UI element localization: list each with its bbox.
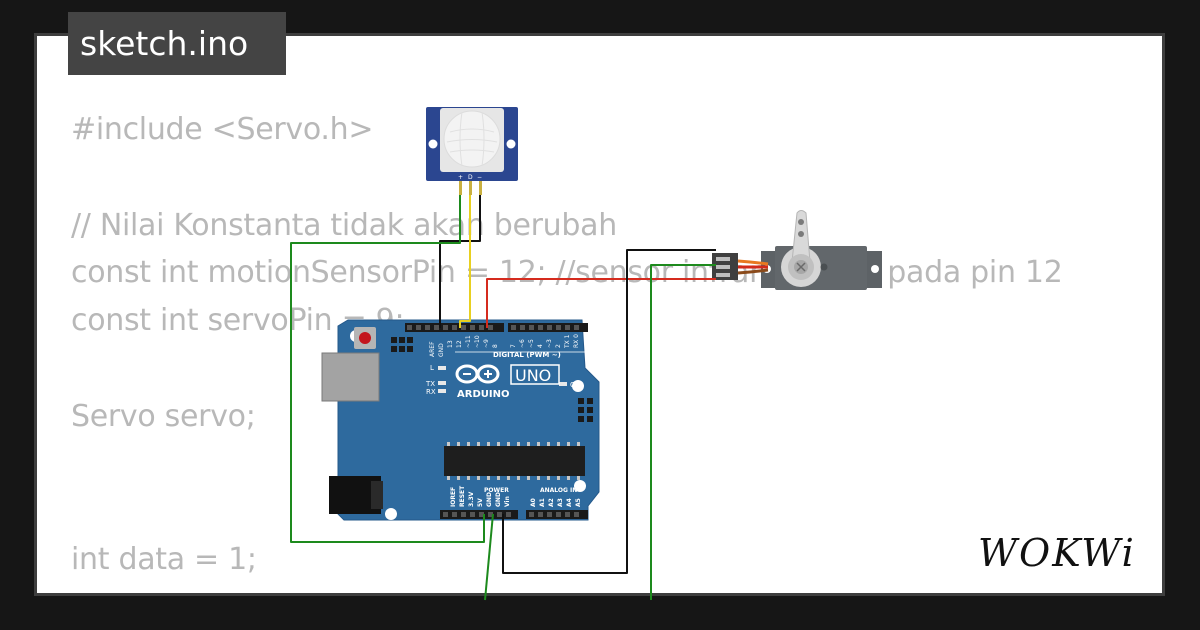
pin-label: GND <box>438 343 445 357</box>
pin-label: TX 1 <box>564 334 571 349</box>
pin-label: A4 <box>566 498 573 507</box>
wokwi-logo: WOKWi <box>978 531 1136 575</box>
pin-label: 12 <box>456 340 463 348</box>
pin-label: RX 0 <box>573 334 580 348</box>
atmega-chip <box>444 446 585 476</box>
wire-servo-gnd <box>502 249 716 574</box>
logo-text: WOKWi <box>978 531 1136 575</box>
wire-servo-signal <box>486 278 716 328</box>
code-line[interactable]: // Nilai Konstanta tidak akan berubah <box>71 207 617 243</box>
pin-label: 13 <box>447 340 454 348</box>
pin-label: 3.3V <box>468 491 475 507</box>
code-line[interactable]: int data = 1; <box>71 542 257 578</box>
arduino-logo-icon <box>455 364 500 384</box>
label-rx: RX <box>426 388 436 396</box>
pin-label: A3 <box>557 498 564 507</box>
label-tx: TX <box>425 380 435 388</box>
wire-pir-signal <box>459 195 471 328</box>
pin-label: 2 <box>555 344 562 348</box>
servo-motor[interactable] <box>712 210 882 291</box>
pin-label: ~3 <box>546 339 553 348</box>
code-line[interactable]: int last_pos = 1; <box>71 584 1063 593</box>
led-l <box>438 366 446 370</box>
label-l: L <box>430 364 434 372</box>
code-line[interactable]: Servo servo; <box>71 398 256 434</box>
pin-label: ~9 <box>483 339 490 348</box>
pin-label: 5V <box>477 498 484 507</box>
pin-label: IOREF <box>450 487 457 507</box>
pin-label: AREF <box>429 341 436 357</box>
pin-label: GND <box>486 492 493 507</box>
editor-canvas[interactable]: #include <Servo.h> // Nilai Konstanta tid… <box>34 33 1165 596</box>
led-on <box>559 382 567 386</box>
pin-label: Vin <box>504 496 511 507</box>
pir-motion-sensor[interactable]: + D − <box>426 107 518 195</box>
pin-label: A5 <box>575 498 582 507</box>
pin-label: RESET <box>459 485 466 507</box>
wire-servo-vcc <box>650 264 716 600</box>
code-line[interactable]: #include <Servo.h> <box>71 112 374 147</box>
pin-label-gnd: − <box>477 174 482 181</box>
pin-label-data: D <box>468 174 473 181</box>
pin-label-vcc: + <box>458 174 463 181</box>
pin-label: 7 <box>510 344 517 348</box>
pin-label: ~11 <box>465 335 472 348</box>
pin-label: 4 <box>537 344 544 348</box>
pin-label: 8 <box>492 344 499 348</box>
file-tab[interactable]: sketch.ino <box>68 12 286 75</box>
pin-label: ~5 <box>528 339 535 348</box>
pin-label: A0 <box>530 498 537 507</box>
analog-label: ANALOG IN <box>540 487 577 494</box>
usb-port <box>321 352 380 402</box>
power-label: POWER <box>484 487 509 494</box>
icsp-header <box>391 337 413 352</box>
pin-label: A2 <box>548 498 555 507</box>
wires <box>290 195 716 601</box>
model-label: UNO <box>515 366 551 385</box>
pin-label: A1 <box>539 498 546 507</box>
pin-label: ~10 <box>474 335 481 348</box>
label-on: ON <box>570 381 581 389</box>
led-tx <box>438 381 446 385</box>
pin-label: ~6 <box>519 339 526 348</box>
digital-label: DIGITAL (PWM ~) <box>493 351 561 359</box>
brand-label: ARDUINO <box>457 389 509 400</box>
pin-label: GND <box>495 492 502 507</box>
wire-pir-vcc <box>290 195 485 543</box>
wire-5v <box>484 513 494 601</box>
led-rx <box>438 389 446 393</box>
arduino-uno[interactable]: L TX RX ON UNO ARDUINO DIGITAL (PWM ~) P… <box>321 319 600 521</box>
